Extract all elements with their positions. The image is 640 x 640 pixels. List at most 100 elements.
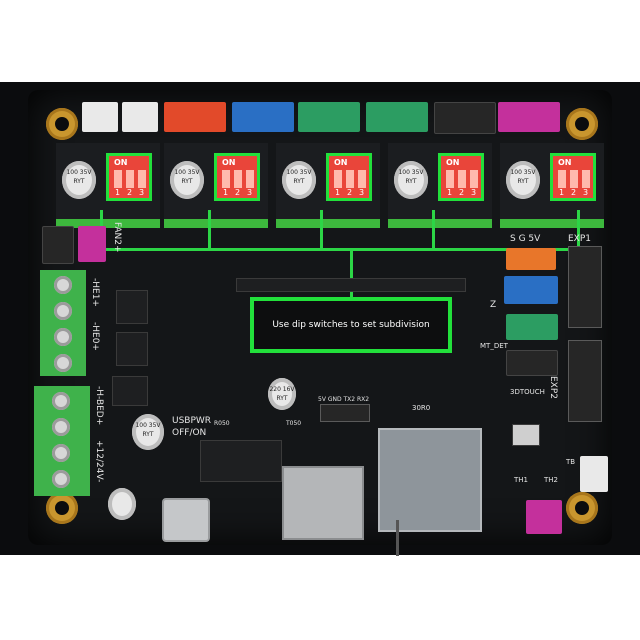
driver-capacitor: 100 35V RYT [62, 161, 96, 199]
screw-5 [52, 392, 70, 410]
he1-label: -HE1+ [90, 278, 100, 307]
dip-num-1: 1 [115, 188, 121, 197]
mosfet-3 [112, 376, 148, 406]
sd-card-slot [282, 466, 364, 540]
dip-on-label: ON [222, 158, 236, 167]
highlight-drop-4 [432, 210, 435, 250]
thermal-label-left: R050 [214, 420, 230, 427]
driver-capacitor: 100 35V RYT [282, 161, 316, 199]
exp1-header [568, 246, 602, 328]
tb-label: TB [566, 458, 576, 466]
dip-lever-1 [446, 170, 454, 188]
bed-power-terminal-block [34, 386, 90, 496]
dip-num-2: 2 [235, 188, 241, 197]
dip-num-3: 3 [583, 188, 589, 197]
endstop-connector-2 [122, 102, 158, 132]
dip-num-1: 1 [559, 188, 565, 197]
dip-lever-2 [570, 170, 578, 188]
exp1-label: EXP1 [568, 234, 592, 244]
motor-connector-red [164, 102, 226, 132]
dip-lever-2 [126, 170, 134, 188]
stepper-driver-4: 100 35V RYT ON 1 2 3 [388, 143, 492, 228]
highlight-bus-horizontal [100, 248, 580, 251]
dip-lever-3 [138, 170, 146, 188]
callout-box: Use dip switches to set subdivision [250, 297, 452, 353]
chip-mark-label: 30R0 [412, 404, 431, 412]
dip-lever-1 [558, 170, 566, 188]
fan-connector-pink [78, 226, 106, 262]
dip-lever-2 [234, 170, 242, 188]
dip-num-2: 2 [571, 188, 577, 197]
dip-lever-2 [346, 170, 354, 188]
offon-label: OFF/ON [172, 428, 207, 438]
th1-label: TH1 [514, 476, 528, 484]
exp2-label: EXP2 [548, 376, 558, 400]
mosfet-1 [116, 290, 148, 324]
mosfet-2 [116, 332, 148, 366]
dip-num-3: 3 [471, 188, 477, 197]
capacitor-medium: 220 16V RYT [268, 378, 296, 410]
dip-lever-1 [334, 170, 342, 188]
highlight-stem [350, 250, 353, 298]
chip-strip [236, 278, 466, 292]
dip-lever-3 [582, 170, 590, 188]
dip-num-3: 3 [359, 188, 365, 197]
mt-det-connector [506, 350, 558, 376]
screw-7 [52, 444, 70, 462]
dip-lever-3 [470, 170, 478, 188]
th-connector [526, 500, 562, 534]
uart-pins-label: 5V GND TX2 RX2 [318, 396, 370, 403]
driver-capacitor: 100 35V RYT [394, 161, 428, 199]
usbpwr-label: USBPWR [172, 416, 212, 426]
wifi-module [378, 428, 482, 532]
dip-lever-1 [222, 170, 230, 188]
dip-switch: ON 1 2 3 [550, 153, 596, 201]
exp2-header [568, 340, 602, 422]
mount-hole-top-left [46, 108, 78, 140]
he0-label: -HE0+ [90, 322, 100, 351]
hbed-label: -H-BED+ [94, 386, 104, 426]
motor-connector-pink [498, 102, 560, 132]
screw-6 [52, 418, 70, 436]
z-label: Z [490, 300, 497, 310]
stepper-driver-2: 100 35V RYT ON 1 2 3 [164, 143, 268, 228]
endstop-connector-1 [82, 102, 118, 132]
servo-connector [506, 248, 556, 270]
mount-hole-bottom-right [566, 492, 598, 524]
dip-lever-3 [358, 170, 366, 188]
th2-label: TH2 [544, 476, 558, 484]
motor-connector-black [434, 102, 496, 134]
endstop-connector-green [506, 314, 558, 340]
screw-2 [54, 302, 72, 320]
thermal-label-mid: T050 [286, 420, 302, 427]
uart-pin-header [320, 404, 370, 422]
dip-lever-1 [114, 170, 122, 188]
dip-num-2: 2 [459, 188, 465, 197]
fan2-label: FAN2+ [112, 222, 122, 253]
screw-4 [54, 354, 72, 372]
motor-connector-blue [232, 102, 294, 132]
dip-num-3: 3 [139, 188, 145, 197]
highlight-drop-2 [208, 210, 211, 250]
antenna-wire [396, 520, 399, 556]
heater-terminal-block [40, 270, 86, 376]
dip-num-1: 1 [447, 188, 453, 197]
dip-on-label: ON [558, 158, 572, 167]
driver-capacitor: 100 35V RYT [506, 161, 540, 199]
motor-connector-green-2 [366, 102, 428, 132]
capacitor-large: 100 35V RYT [132, 414, 164, 450]
dip-num-3: 3 [247, 188, 253, 197]
usb-c-port [162, 498, 210, 542]
mcu-chip [200, 440, 282, 482]
power-label: +12/24V- [94, 440, 104, 483]
dip-num-1: 1 [223, 188, 229, 197]
3dtouch-label: 3DTOUCH [510, 388, 545, 396]
fan-connector-black [42, 226, 74, 264]
dip-num-1: 1 [335, 188, 341, 197]
dip-lever-3 [246, 170, 254, 188]
mount-hole-top-right [566, 108, 598, 140]
dip-on-label: ON [114, 158, 128, 167]
capacitor-small [108, 488, 136, 520]
driver-capacitor: 100 35V RYT [170, 161, 204, 199]
dip-switch: ON 1 2 3 [214, 153, 260, 201]
